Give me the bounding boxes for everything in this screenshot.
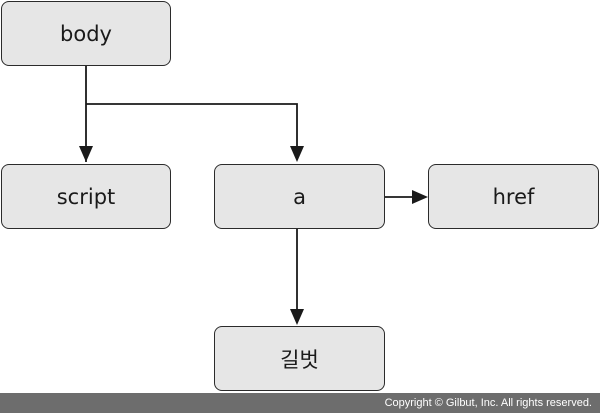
node-body-label: body bbox=[60, 21, 112, 46]
copyright-text: Copyright © Gilbut, Inc. All rights rese… bbox=[384, 397, 592, 409]
node-href: href bbox=[428, 164, 599, 229]
arrowhead-href bbox=[412, 190, 428, 204]
node-a: a bbox=[214, 164, 385, 229]
node-text: 길벗 bbox=[214, 326, 385, 391]
arrowhead-script bbox=[79, 146, 93, 162]
arrowhead-text bbox=[290, 309, 304, 325]
node-script-label: script bbox=[56, 184, 116, 209]
node-text-label: 길벗 bbox=[280, 347, 319, 372]
arrowhead-a bbox=[290, 146, 304, 162]
node-href-label: href bbox=[492, 184, 535, 209]
node-a-label: a bbox=[293, 184, 306, 209]
edge-body-a bbox=[86, 103, 298, 150]
copyright-footer: Copyright © Gilbut, Inc. All rights rese… bbox=[0, 393, 600, 413]
node-script: script bbox=[1, 164, 171, 229]
node-body: body bbox=[1, 1, 171, 66]
